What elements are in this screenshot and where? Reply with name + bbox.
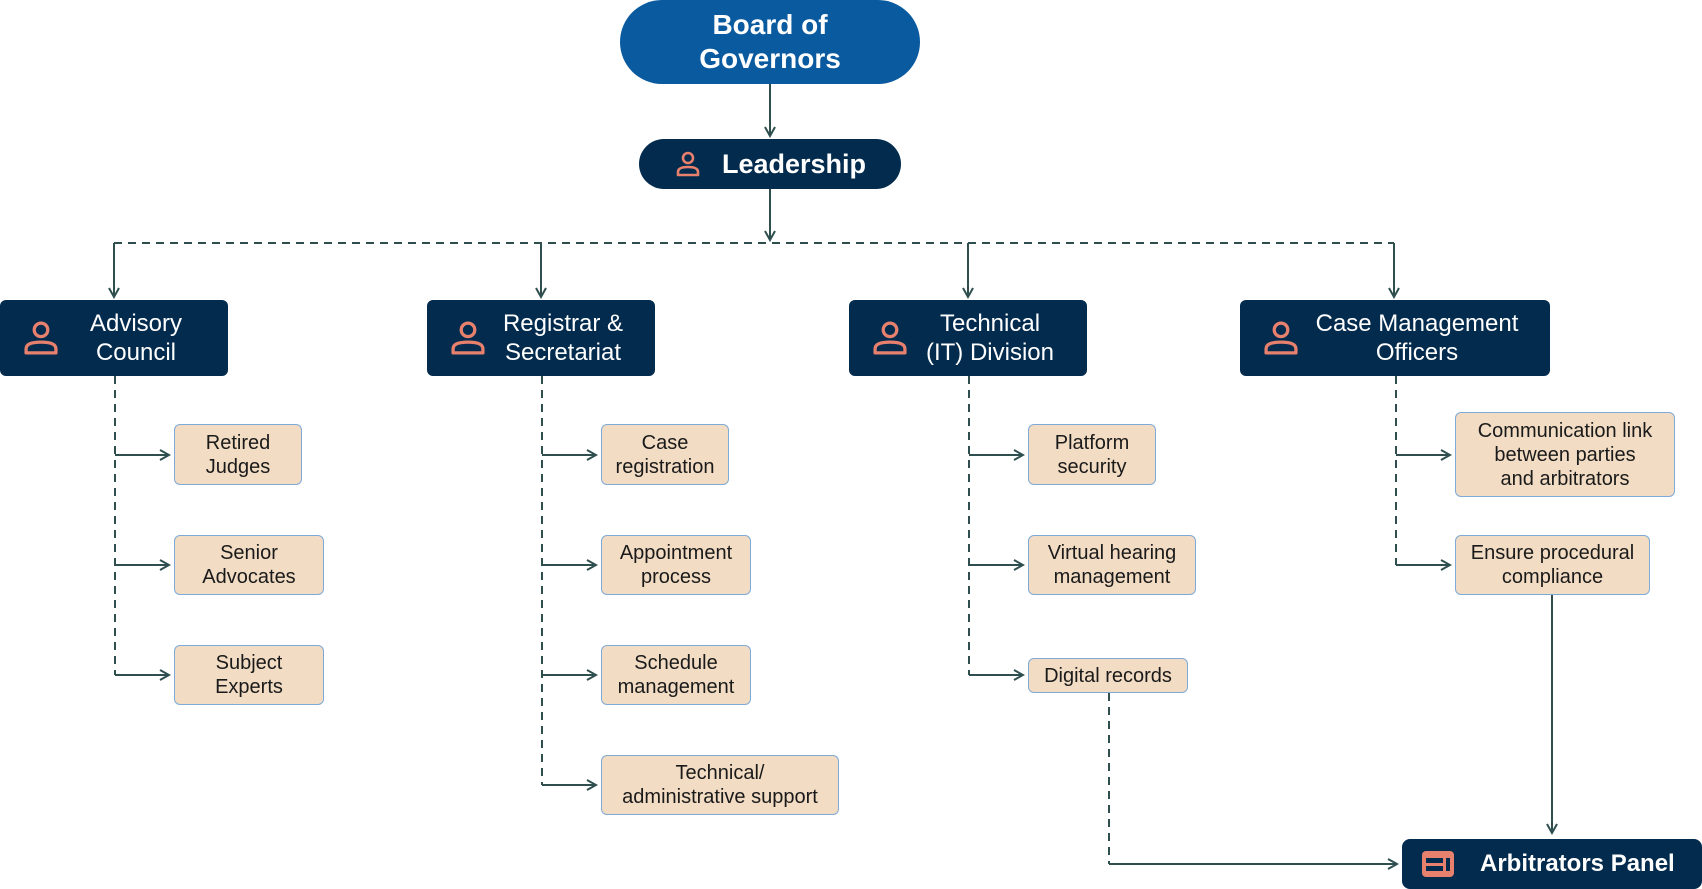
item-subject-experts[interactable]: Subject Experts xyxy=(174,645,324,705)
dept-registrar-label: Registrar & Secretariat xyxy=(487,309,639,367)
item-virtual-hearing-management[interactable]: Virtual hearing management xyxy=(1028,535,1196,595)
item-line: Judges xyxy=(205,455,271,478)
item-line: and arbitrators xyxy=(1500,467,1630,490)
item-senior-advocates[interactable]: Senior Advocates xyxy=(174,535,324,595)
person-icon xyxy=(1264,321,1298,355)
item-line: Virtual hearing xyxy=(1047,542,1177,564)
board-label-line2: Governors xyxy=(699,43,841,74)
item-line: Technical/ xyxy=(675,762,765,784)
item-line: administrative support xyxy=(622,786,818,808)
item-line: management xyxy=(617,676,735,698)
item-line: Digital records xyxy=(1044,664,1172,687)
dept-cmo-line1: Case Management xyxy=(1315,310,1519,337)
person-icon xyxy=(873,321,907,355)
dept-advisory-line2: Council xyxy=(95,339,177,366)
item-platform-security[interactable]: Platform security xyxy=(1028,424,1156,485)
item-line: Communication link xyxy=(1477,419,1653,442)
person-icon xyxy=(451,321,485,355)
item-line: Experts xyxy=(215,676,283,698)
item-line: Appointment xyxy=(619,542,733,564)
item-line: registration xyxy=(615,455,715,478)
item-digital-records[interactable]: Digital records xyxy=(1028,658,1188,693)
leadership-node[interactable]: Leadership xyxy=(639,139,901,189)
dept-case-management-officers[interactable]: Case Management Officers xyxy=(1240,300,1550,376)
arbitrators-panel-node[interactable]: Arbitrators Panel xyxy=(1402,839,1702,889)
board-label-line1: Board of xyxy=(712,9,828,40)
item-line: between parties xyxy=(1494,443,1636,466)
item-line: process xyxy=(640,566,712,588)
item-line: Retired xyxy=(205,431,271,454)
item-line: security xyxy=(1057,455,1127,478)
dept-advisory-council[interactable]: Advisory Council xyxy=(0,300,228,376)
person-icon xyxy=(676,151,700,177)
item-line: compliance xyxy=(1501,566,1604,588)
item-line: Senior xyxy=(220,542,278,564)
item-line: Subject xyxy=(215,652,283,674)
dept-registrar-secretariat[interactable]: Registrar & Secretariat xyxy=(427,300,655,376)
dept-technical-label: Technical (IT) Division xyxy=(909,309,1071,367)
item-line: Schedule xyxy=(634,652,718,674)
item-retired-judges[interactable]: Retired Judges xyxy=(174,424,302,485)
dept-registrar-line1: Registrar & xyxy=(502,310,624,337)
dept-cmo-label: Case Management Officers xyxy=(1300,309,1534,367)
item-case-registration[interactable]: Case registration xyxy=(601,424,729,485)
item-line: management xyxy=(1053,566,1171,588)
leadership-label: Leadership xyxy=(721,148,867,179)
item-ensure-procedural-compliance[interactable]: Ensure procedural compliance xyxy=(1455,535,1650,595)
dept-advisory-label: Advisory Council xyxy=(60,309,212,367)
dept-technical-it-division[interactable]: Technical (IT) Division xyxy=(849,300,1087,376)
dept-technical-line1: Technical xyxy=(939,310,1041,337)
dept-cmo-line2: Officers xyxy=(1375,339,1459,366)
item-line: Platform xyxy=(1054,431,1130,454)
item-communication-link[interactable]: Communication link between parties and a… xyxy=(1455,412,1675,497)
dept-registrar-line2: Secretariat xyxy=(504,339,622,366)
item-appointment-process[interactable]: Appointment process xyxy=(601,535,751,595)
item-schedule-management[interactable]: Schedule management xyxy=(601,645,751,705)
board-of-governors-node[interactable]: Board of Governors xyxy=(620,0,920,84)
dept-technical-line2: (IT) Division xyxy=(925,339,1054,366)
item-technical-administrative-support[interactable]: Technical/ administrative support xyxy=(601,755,839,815)
panel-icon xyxy=(1422,851,1454,877)
item-line: Case xyxy=(641,431,689,454)
arbitrators-panel-label: Arbitrators Panel xyxy=(1480,850,1675,877)
dept-advisory-line1: Advisory xyxy=(89,310,183,337)
person-icon xyxy=(24,321,58,355)
item-line: Ensure procedural xyxy=(1470,542,1635,564)
item-line: Advocates xyxy=(202,566,296,588)
